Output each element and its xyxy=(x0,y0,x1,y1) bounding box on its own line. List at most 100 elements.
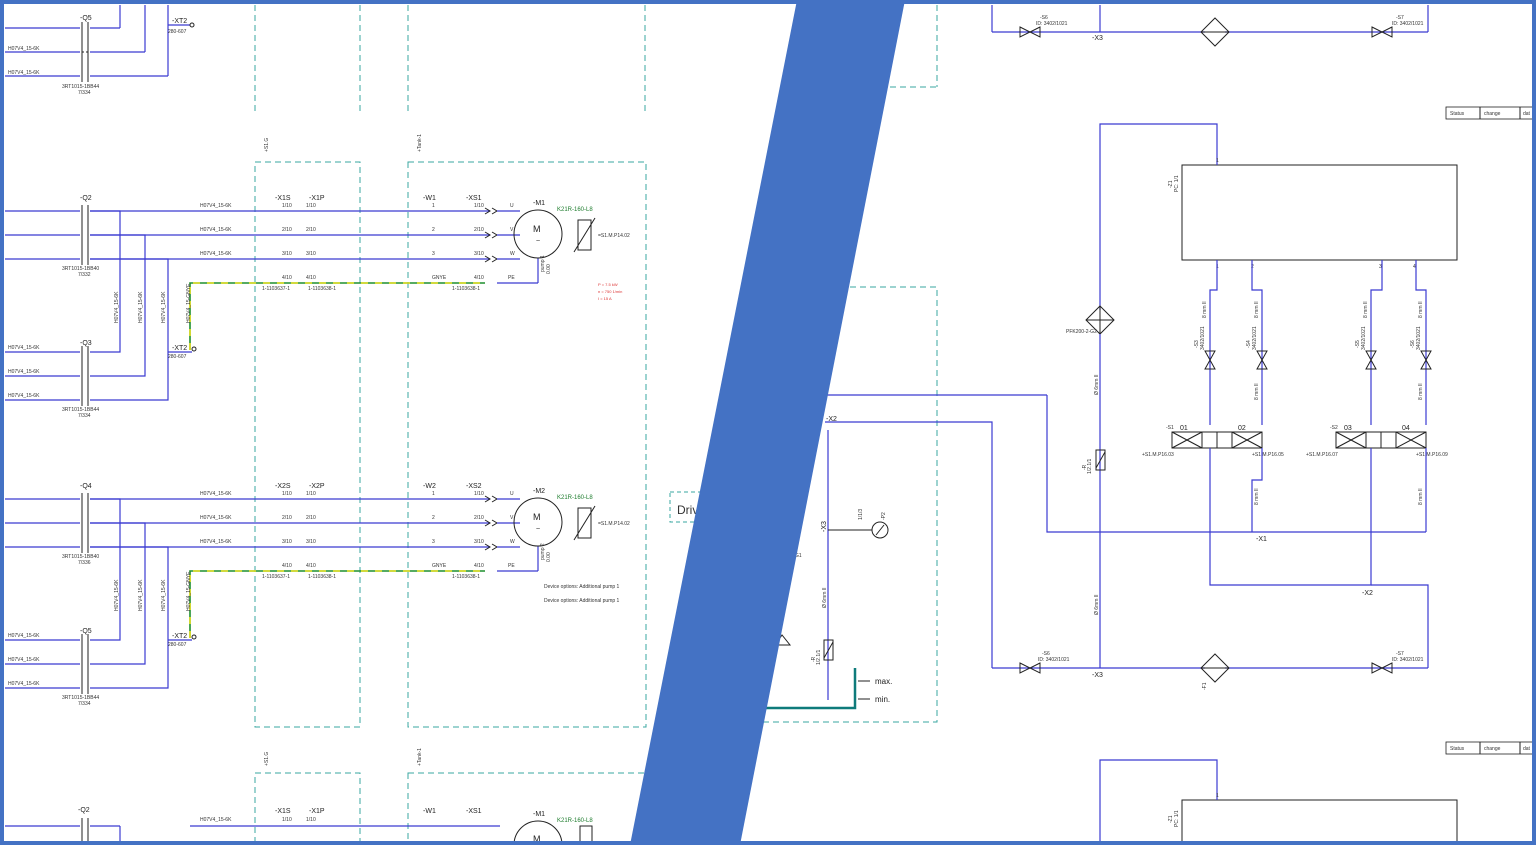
pe-phase-label: PE xyxy=(508,275,515,281)
cable-label: H07V4_15-6K xyxy=(200,539,232,545)
terminal-lower-label: -XT2 xyxy=(172,633,187,640)
cable-pe-vertical: H07V4_15-GNYE xyxy=(186,571,192,611)
hose-label-2: 8 mm II xyxy=(1254,301,1260,318)
top-port-label: -X3 xyxy=(1092,35,1103,42)
thermistor-label: =S1.M.P14.02 xyxy=(598,233,630,239)
pe-plug-pin: 4/10 xyxy=(474,275,484,281)
flow-label: -R xyxy=(811,656,817,662)
port-x3-vertical: -X3 xyxy=(821,521,828,532)
ball-valve-sub: 3402/1021 xyxy=(1416,326,1422,350)
wire-number: 2 xyxy=(432,515,435,521)
contactor-q-sub: 7/332 xyxy=(78,272,91,278)
valve-block-label: -S1 xyxy=(1166,425,1174,431)
terminal-pin: 1/10 xyxy=(282,491,292,497)
top-valve-right-sub: ID: 3402/1021 xyxy=(1392,21,1424,27)
motor-note-sub: 0.00 xyxy=(546,552,552,562)
cable-label: H07V4_15-6K xyxy=(200,251,232,257)
cable-vertical-1: H07V4_15-6K xyxy=(114,579,120,611)
terminal-x2-label: -X1P xyxy=(309,195,325,202)
hose-label-6: 8 mm II xyxy=(1418,383,1424,400)
lower-cable-label: H07V4_15-6K xyxy=(8,633,40,639)
diagonal-divider xyxy=(630,0,905,845)
top-cable-label: H07V4_15-6K xyxy=(8,46,40,52)
pe-pin-b: 4/10 xyxy=(306,563,316,569)
port-x2: -X2 xyxy=(1362,590,1373,597)
top-valve-left-sub: ID: 3402/1021 xyxy=(1036,21,1068,27)
bottom-pin: 1/10 xyxy=(282,817,292,823)
hose-labels: 8 mm II 8 mm II 8 mm II 8 mm II 8 mm II … xyxy=(822,301,1424,615)
contactor-q-type: 3RT1015-1BB40 xyxy=(62,554,99,560)
hose-label-4: 8 mm II xyxy=(1418,301,1424,318)
contactor-q-label: -Q4 xyxy=(80,483,92,490)
lower-cable-label: H07V4_15-6K xyxy=(8,681,40,687)
cable-pe-vertical: H07V4_15-GNYE xyxy=(186,283,192,323)
cylinder-label: -Z1 xyxy=(1168,180,1174,188)
terminal-pin-b: 1/10 xyxy=(306,203,316,209)
wire-number: 1 xyxy=(432,491,435,497)
motor-glyph: M xyxy=(533,512,541,522)
location-tag-s1: +S1.G xyxy=(264,138,270,152)
top-contactor-block: -Q5 H07V4_15-6K H07V4_15-6K 3RT1015-1BB4… xyxy=(5,5,195,96)
plug-pin: 2/10 xyxy=(474,515,484,521)
hose-label-vert-2: Ø 6mm II xyxy=(1094,594,1100,615)
terminal-x2-label: -X2P xyxy=(309,483,325,490)
phase-label: W xyxy=(510,251,515,257)
filter: PFK200-2-G2 -R 1/2.1/1 xyxy=(1066,305,1115,668)
bottom-hydraulic-row: -S6 ID: 3402/1021 -S7 ID: 3402/1021 -F1 … xyxy=(992,651,1428,690)
bottom-port-label: -X3 xyxy=(1092,672,1103,679)
ball-valve-sub: 3402/1021 xyxy=(1252,326,1258,350)
ball-valve-label: -S4 xyxy=(1246,340,1252,348)
contactor-lower-label: -Q5 xyxy=(80,628,92,635)
pe-pin: 4/10 xyxy=(282,275,292,281)
pe-phase-label: PE xyxy=(508,563,515,569)
motor-label: -M2 xyxy=(533,488,545,495)
contactor-lower-sub: 7/334 xyxy=(78,701,91,707)
valve-block-left: 03 xyxy=(1344,425,1352,432)
plug-label: -XS1 xyxy=(466,195,482,202)
wire-number: 2 xyxy=(432,227,435,233)
motor-tilde: ~ xyxy=(536,526,540,533)
motor-rating-note: n = 750 1/min xyxy=(598,289,622,294)
second-title-block: Status change dat xyxy=(1445,741,1536,755)
plug-label: -XS2 xyxy=(466,483,482,490)
port-x2-left: -X2 xyxy=(826,416,837,423)
cable-vertical-3: H07V4_15-6K xyxy=(161,579,167,611)
hose-label-1: 8 mm II xyxy=(1202,301,1208,318)
valve-block-label: -S2 xyxy=(1330,425,1338,431)
top-contactor-type: 3RT1015-1BB44 xyxy=(62,84,99,90)
pe-terminal-c: 1-1103638-1 xyxy=(452,574,480,580)
wire-number: 3 xyxy=(432,539,435,545)
terminal-pin-b: 1/10 xyxy=(306,491,316,497)
cable-vertical-2: H07V4_15-6K xyxy=(138,579,144,611)
top-contactor-sub: 7/334 xyxy=(78,90,91,96)
title-date: dat xyxy=(1523,111,1531,117)
tank-max: max. xyxy=(875,677,892,686)
cylinder-port-4: 4 xyxy=(1413,264,1416,270)
contactor-lower-label: -Q3 xyxy=(80,340,92,347)
valve-block-ref-right: +S1.M.P16.09 xyxy=(1416,452,1448,458)
wire-ref-label: -W1 xyxy=(423,195,436,202)
title-change: change xyxy=(1484,111,1501,117)
hose-label-vert-1: Ø 6mm II xyxy=(1094,374,1100,395)
contactor-q-sub: 7/336 xyxy=(78,560,91,566)
top-cable-label-2: H07V4_15-6K xyxy=(8,70,40,76)
location-tags: +S1.G +Tank-1 +S1.G +Tank-1 xyxy=(264,134,423,766)
bottom-valve-left-sub: ID: 3402/1021 xyxy=(1038,657,1070,663)
ball-valve-label: -S5 xyxy=(1355,340,1361,348)
top-terminal-sub: 280-607 xyxy=(168,29,187,35)
title-status: Status xyxy=(1450,111,1465,117)
ball-valve-sub: 3402/1021 xyxy=(1200,326,1206,350)
bottom-cable-label: H07V4_15-6K xyxy=(200,817,232,823)
hose-label-vert-3: Ø 6mm II xyxy=(822,587,828,608)
cylinder-feeders xyxy=(1209,260,1427,425)
contactor-q-label: -Q2 xyxy=(80,195,92,202)
pe-terminal-c: 1-1103638-1 xyxy=(452,286,480,292)
bottom-motor-type: K21R-160-L8 xyxy=(557,818,593,824)
plug-pin: 2/10 xyxy=(474,227,484,233)
valve-block-ref-left: +S1.M.P16.07 xyxy=(1306,452,1338,458)
bottom-motor-label: -M1 xyxy=(533,811,545,818)
